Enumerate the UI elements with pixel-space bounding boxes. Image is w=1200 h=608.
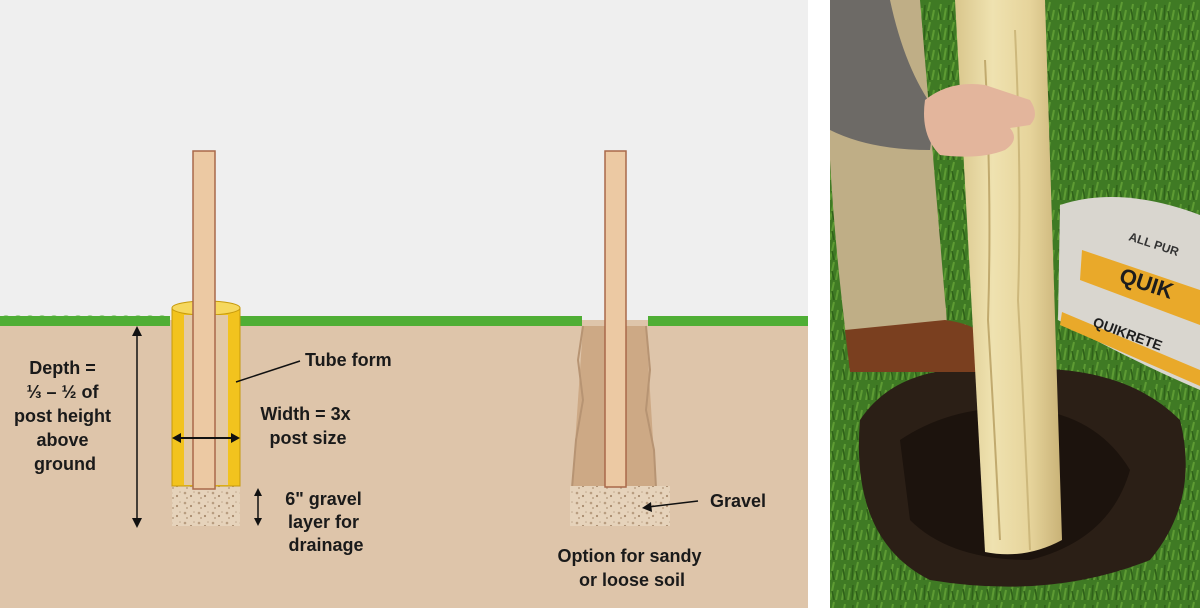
photo-bag-stripe-lower (1060, 312, 1200, 386)
trench-edge-left (571, 325, 585, 489)
photo-person-sleeve (830, 0, 935, 150)
trench-edge-right (644, 325, 657, 489)
depth-label-line: above (36, 430, 88, 450)
post-left (192, 150, 216, 490)
sky-background (0, 0, 808, 320)
photo-person-shoe (845, 320, 1000, 372)
sandy-option-label: Option for sandy or loose soil (557, 546, 706, 590)
sandy-option-label-line: Option for sandy (557, 546, 701, 566)
depth-label: Depth = ⅓ – ½ of post height above groun… (14, 358, 116, 474)
width-label-line: post size (269, 428, 346, 448)
gravel-layer-label-line: layer for (288, 512, 359, 532)
grass-right (648, 316, 808, 326)
post-right (604, 150, 627, 488)
photo-post-setting: ALL PUR QUIK QUIKRETE (830, 0, 1200, 608)
depth-label-line: ground (34, 454, 96, 474)
width-label-line: Width = 3x (260, 404, 350, 424)
tube-form-label: Tube form (305, 350, 392, 370)
depth-label-line: ⅓ – ½ of (26, 382, 99, 402)
photo-person-hand (924, 84, 1035, 157)
grass-middle (240, 316, 582, 326)
photo-bag-stripe (1080, 250, 1200, 325)
gravel-layer-label-line: 6" gravel (285, 489, 362, 509)
depth-label-line: post height (14, 406, 111, 426)
width-label: Width = 3x post size (260, 404, 355, 448)
gravel-label: Gravel (710, 491, 766, 511)
grass-left (0, 316, 170, 326)
gravel-layer-label-line: drainage (288, 535, 363, 555)
gravel-leader (647, 500, 699, 508)
tube-form-leader (235, 360, 301, 383)
depth-label-line: Depth = (29, 358, 96, 378)
gravel-layer-label: 6" gravel layer for drainage (285, 489, 367, 555)
soil (0, 320, 808, 608)
gravel-leader-head (642, 502, 652, 512)
post-diagram: Depth = ⅓ – ½ of post height above groun… (0, 0, 808, 608)
sandy-option-label-line: or loose soil (579, 570, 685, 590)
gravel-arrow-heads (254, 488, 262, 526)
